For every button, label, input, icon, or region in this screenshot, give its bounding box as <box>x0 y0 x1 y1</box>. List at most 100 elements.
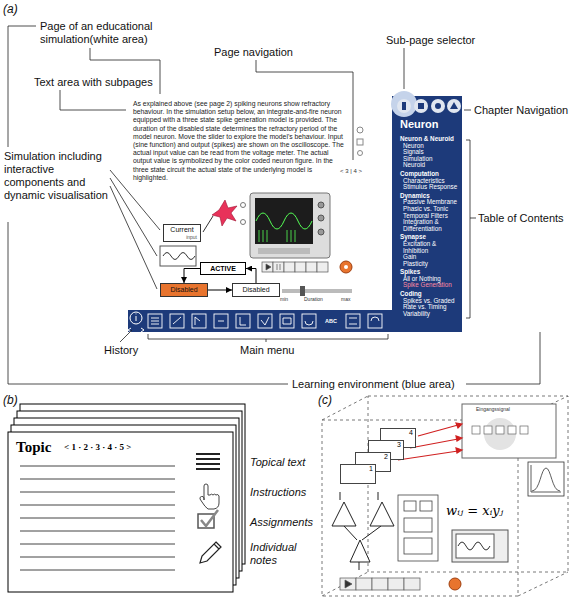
annotation: Simulation including interactive compone… <box>4 150 108 202</box>
chapter-icon <box>435 103 441 109</box>
state-transition-arrow <box>208 290 232 291</box>
node-text: input <box>186 234 197 240</box>
control-panel <box>398 495 438 561</box>
ruling-line <box>20 466 175 570</box>
control-panel-miniature <box>462 404 556 458</box>
input-graph <box>160 246 196 266</box>
annotation-wrap: Table of Contents <box>478 212 572 225</box>
page-navigation-wrap: < 3 | 4 > <box>340 168 362 175</box>
hand-icon <box>200 484 219 509</box>
toc-entry: Integration & Differentiation <box>400 219 462 232</box>
learning-environment-panel: NeuronNeuron & NeuroidNeuronSignalsSimul… <box>128 96 462 332</box>
red-arrow <box>456 423 462 428</box>
menu-icon <box>148 314 382 328</box>
subpage-highlight <box>391 91 417 117</box>
oscilloscope <box>250 193 330 258</box>
oscilloscope-miniature <box>452 530 508 562</box>
hand-icon <box>200 484 219 509</box>
state-box: ACTIVE <box>200 262 246 275</box>
input-graph <box>163 253 195 260</box>
toc-entry: Stimulus Response <box>400 184 462 191</box>
red-arrow <box>410 439 458 448</box>
node-text: Topic <box>16 438 51 456</box>
red-arrow <box>418 425 458 436</box>
toc-entry: All or Nothing <box>400 276 462 283</box>
neuron-figure <box>212 200 237 226</box>
node-text: 1 <box>369 465 373 473</box>
control-panel-miniature <box>520 426 528 434</box>
state-transition-arrow <box>246 269 256 284</box>
leader-line <box>110 170 160 289</box>
figure-letter: (c) <box>318 393 332 407</box>
leader-line <box>8 26 540 384</box>
wire <box>203 216 213 232</box>
dashed-box <box>322 396 568 596</box>
formula: wᵢⱼ = xᵢyⱼ <box>446 503 503 519</box>
figure-letter-wrap: (c) <box>318 393 332 407</box>
annotation-wrap: Chapter Navigation <box>474 104 572 117</box>
annotation: History <box>104 344 138 357</box>
reset-icon <box>340 261 352 273</box>
slider-label-wrap: max <box>341 296 350 302</box>
oscilloscope <box>318 202 324 235</box>
pencil-icon <box>200 542 221 563</box>
red-arrow <box>456 448 462 453</box>
element-label-wrap: Individual notes <box>250 541 310 567</box>
activation-graph <box>528 462 564 496</box>
annotation-wrap: Main menu <box>240 344 294 357</box>
menu-icon <box>192 314 206 328</box>
oscilloscope <box>256 213 312 229</box>
toc-heading: Synapse <box>400 234 462 241</box>
history-icon <box>128 312 144 332</box>
player-controls <box>295 262 306 272</box>
annotation: Main menu <box>240 344 294 357</box>
control-panel-miniature <box>462 404 556 458</box>
history-icon <box>130 312 142 324</box>
chapter-icon <box>397 99 411 113</box>
activation-graph <box>528 462 564 496</box>
control-panel-miniature <box>484 426 492 434</box>
element-label: Topical text <box>250 456 305 469</box>
toc-entry: Characteristics <box>400 178 462 185</box>
simulation-page: As explained above (see page 2) spiking … <box>128 96 392 310</box>
toc-entry: Passive Membrane <box>400 199 462 206</box>
topic-card-outline <box>8 432 233 592</box>
control-panel-miniature <box>484 418 516 450</box>
text-wrap: As explained above (see page 2) spiking … <box>133 100 346 182</box>
toc-heading: Computation <box>400 171 462 178</box>
input-graph <box>160 246 196 266</box>
figure-letter: (a) <box>3 2 18 16</box>
node-text: 4 <box>409 429 413 437</box>
toc-entry: Signals <box>400 149 462 156</box>
toc-entry: Excitation & Inhibition <box>400 241 462 254</box>
reset-icon <box>340 261 352 273</box>
leader-line <box>8 26 36 147</box>
text-wrap: < 1 · 2 · 3 · 4 · 5 > <box>64 442 131 453</box>
panel-title-wrap: Eingangssignal <box>476 406 510 412</box>
leader-line <box>464 110 471 111</box>
text-wrap: Topic <box>16 438 51 456</box>
dashed-box <box>322 396 568 596</box>
player-controls-miniature <box>345 580 352 588</box>
pencil-icon <box>200 542 221 563</box>
annotation: Text area with subpages <box>34 76 153 89</box>
control-panel <box>404 538 432 554</box>
reset-icon <box>344 265 348 269</box>
neural-network <box>332 502 356 526</box>
element-label-wrap: Instructions <box>250 486 306 499</box>
slider-label: max <box>341 296 350 302</box>
learning-environment-panel-outline <box>128 96 462 332</box>
element-label: Individual notes <box>250 541 310 567</box>
annotation: Chapter Navigation <box>474 104 572 117</box>
player-controls <box>262 262 328 272</box>
node-text: < 1 · 2 · 3 · 4 · 5 > <box>64 442 131 453</box>
node-text: Disabled <box>242 286 269 294</box>
subpage-highlight <box>391 91 417 117</box>
player-controls-miniature <box>340 578 356 590</box>
topic-card: Topic < 1 · 2 · 3 · 4 · 5 > <box>8 432 233 592</box>
formula-wrap: wᵢⱼ = xᵢyⱼ <box>446 503 503 519</box>
player-controls-miniature <box>388 578 404 590</box>
chapter-icon <box>450 102 458 109</box>
annotation-wrap: Page navigation <box>214 46 293 59</box>
red-arrow <box>398 451 458 460</box>
